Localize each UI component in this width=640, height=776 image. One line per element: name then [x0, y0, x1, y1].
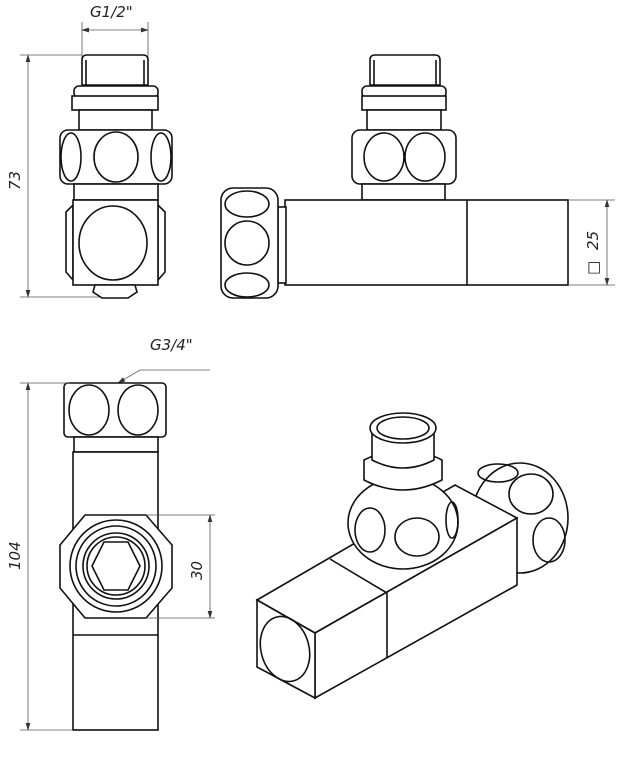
hex-socket-icon — [91, 541, 141, 591]
square-size-label: 25 — [584, 231, 602, 250]
square-symbol: □ — [584, 261, 602, 275]
thread-leader-line — [117, 369, 210, 384]
outlet-circle-iso — [259, 615, 311, 683]
offset-label-30: 30 — [188, 561, 206, 580]
side-view: 25 □ — [220, 54, 615, 299]
length-label-104: 104 — [6, 541, 24, 570]
thread-label-g12: G1/2" — [90, 3, 133, 21]
thread-label-g34: G3/4" — [150, 336, 193, 354]
height-label-73: 73 — [6, 171, 24, 190]
isometric-view — [255, 412, 569, 700]
top-view: G3/4" 30 104 — [6, 336, 215, 731]
front-view: G1/2" 73 — [6, 3, 173, 299]
outlet-circle — [78, 205, 148, 281]
